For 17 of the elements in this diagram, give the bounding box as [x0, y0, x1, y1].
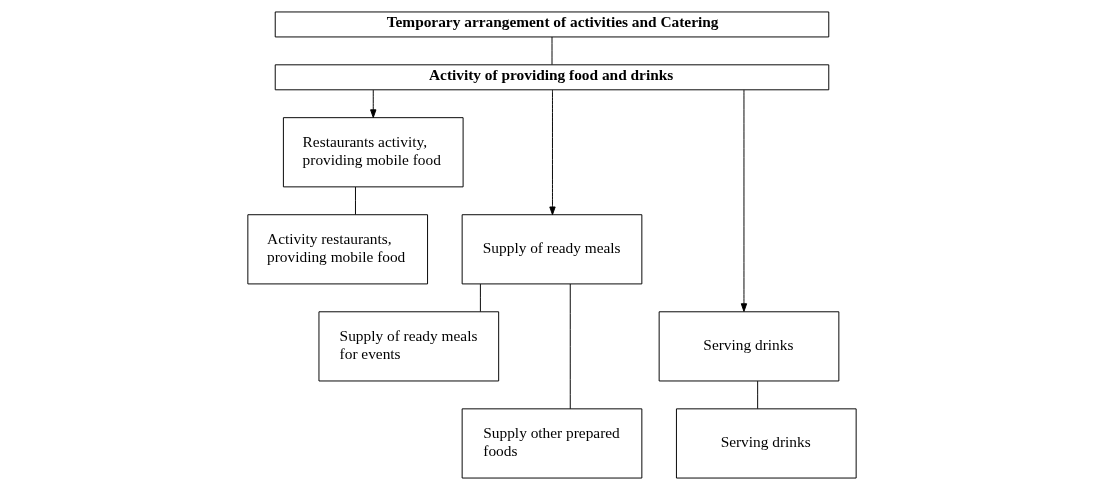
node-box: Serving drinks [675, 408, 857, 479]
connector [355, 186, 356, 215]
connector [551, 36, 553, 65]
node-box: Temporary arrangement of activities and Catering [274, 11, 830, 38]
connector [569, 283, 571, 410]
connector [479, 283, 481, 313]
connector [757, 380, 759, 410]
arrow [549, 89, 556, 216]
node-box: Supply of ready meals for events [318, 311, 500, 382]
node-box: Supply of ready meals [461, 214, 643, 285]
node-box: Serving drinks [658, 311, 840, 382]
arrow [370, 89, 377, 118]
node-box: Activity restaurants, providing mobile food [247, 214, 429, 285]
node-box: Restaurants activity, providing mobile food [282, 117, 464, 188]
node-box: Activity of providing food and drinks [274, 64, 830, 91]
node-box: Supply other prepared foods [461, 408, 643, 479]
arrow [740, 89, 748, 312]
